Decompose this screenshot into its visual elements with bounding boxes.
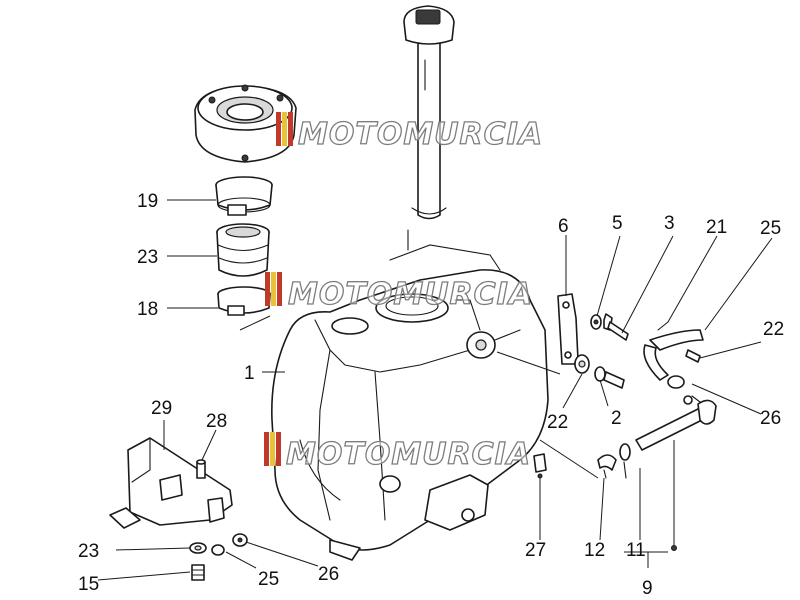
watermark-bottom: MOTOMURCIA [264,432,531,473]
callout-22: 22 [547,412,568,433]
fuel-level-sender [403,5,455,251]
watermark-stripe [282,112,287,146]
watermark-stripe [276,112,281,146]
bolt-12 [191,564,205,581]
callout-25: 25 [258,569,279,590]
screw-26 [232,533,248,547]
callout-1: 1 [244,363,255,384]
washer-22 [574,354,590,374]
callout-6: 6 [558,216,569,237]
callout-28: 28 [206,411,227,432]
callout-19: 23 [137,247,158,268]
fuel-tap-9 [635,395,717,451]
bracket-6 [557,293,579,365]
callout-17: 21 [706,217,727,238]
screw-3 [603,313,629,341]
callout-16: 19 [137,191,158,212]
rubber-sleeve-19 [216,223,270,277]
hose-clamp-16 [215,176,273,216]
fuel-tank [271,244,549,561]
watermark-middle: MOTOMURCIA [265,272,533,313]
callout-27: 27 [525,540,546,561]
callout-26: 26 [318,564,339,585]
screw-27 [533,453,547,479]
callout-2: 2 [611,408,622,429]
callout-20: 25 [760,218,781,239]
washer-5 [590,314,602,330]
callout-23: 23 [78,541,99,562]
breather-hose [643,321,704,389]
leader-lines [97,199,773,581]
heat-shield-29 [109,437,233,529]
callout-18: 22 [763,319,784,340]
callout-9: 9 [642,578,653,599]
callout-29: 29 [151,398,172,419]
watermark-text: MOTOMURCIA [286,437,531,472]
watermark-stripe [270,432,275,466]
callout-12: 15 [78,574,99,595]
watermark-stripe [264,432,269,466]
o-ring-10 [619,443,631,479]
watermark-stripe [265,272,270,306]
hose-clamp-15 [217,286,271,316]
watermark-stripe [288,112,293,146]
watermark-stripe [271,272,276,306]
filler-flange [194,84,297,163]
callout-5: 5 [612,213,623,234]
callout-labels: 19 23 18 1 6 5 3 21 25 22 26 22 2 27 12 … [78,191,784,599]
watermark-top: MOTOMURCIA [276,112,543,153]
spacer-25 [211,544,225,556]
watermark-stripe [276,432,281,466]
callout-3: 3 [664,213,675,234]
clip-11 [597,454,617,479]
callout-15: 18 [137,299,158,320]
callout-10: 11 [626,540,646,561]
bolt-28 [196,459,206,479]
callout-11: 12 [584,540,605,561]
watermark-text: MOTOMURCIA [298,117,543,152]
watermark-text: MOTOMURCIA [288,277,533,312]
washer-23 [189,542,207,554]
watermark-stripe [277,272,282,306]
nut-2 [594,366,625,389]
callout-21: 26 [760,408,781,429]
